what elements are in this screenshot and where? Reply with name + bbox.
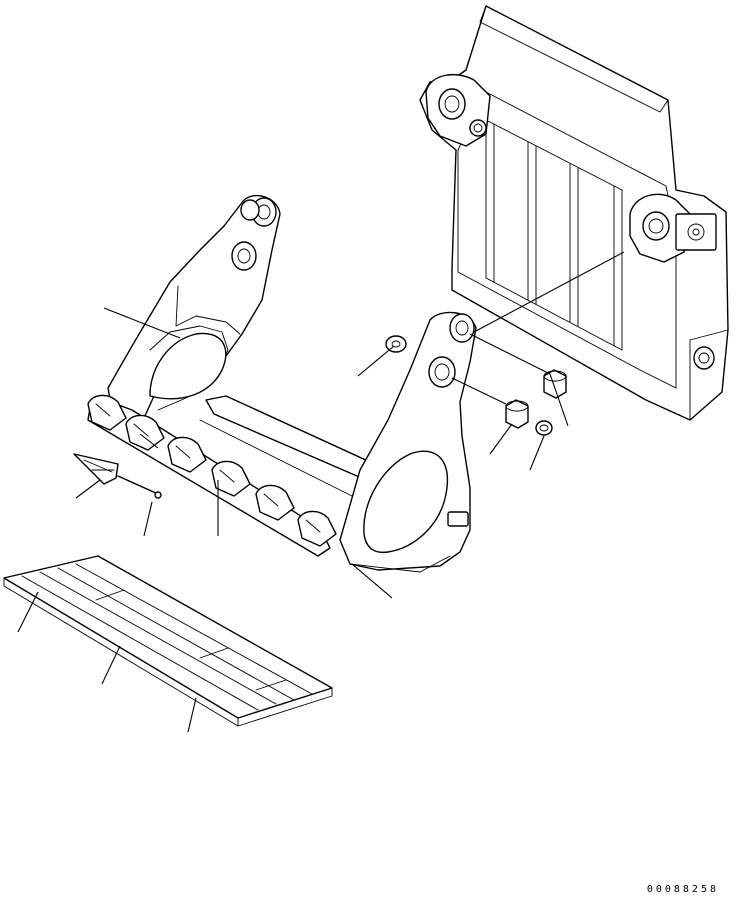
- drawing-code: 00088258: [646, 884, 719, 895]
- bushing-upper: [543, 369, 567, 399]
- tooth: [125, 414, 165, 451]
- tooth: [211, 460, 251, 497]
- loose-tooth: [73, 453, 119, 485]
- washer-small: [535, 420, 553, 436]
- cutting-edge-plate: [3, 555, 333, 727]
- retaining-pin: [117, 475, 162, 499]
- bushing-lower: [505, 399, 529, 429]
- tooth: [297, 510, 337, 547]
- tooth: [87, 394, 127, 431]
- tooth: [167, 436, 207, 473]
- fork-frame: [107, 195, 477, 573]
- teeth-row: [87, 394, 337, 557]
- tooth: [255, 484, 295, 521]
- leader-lines: [17, 251, 625, 733]
- coupler-plate: [419, 5, 729, 421]
